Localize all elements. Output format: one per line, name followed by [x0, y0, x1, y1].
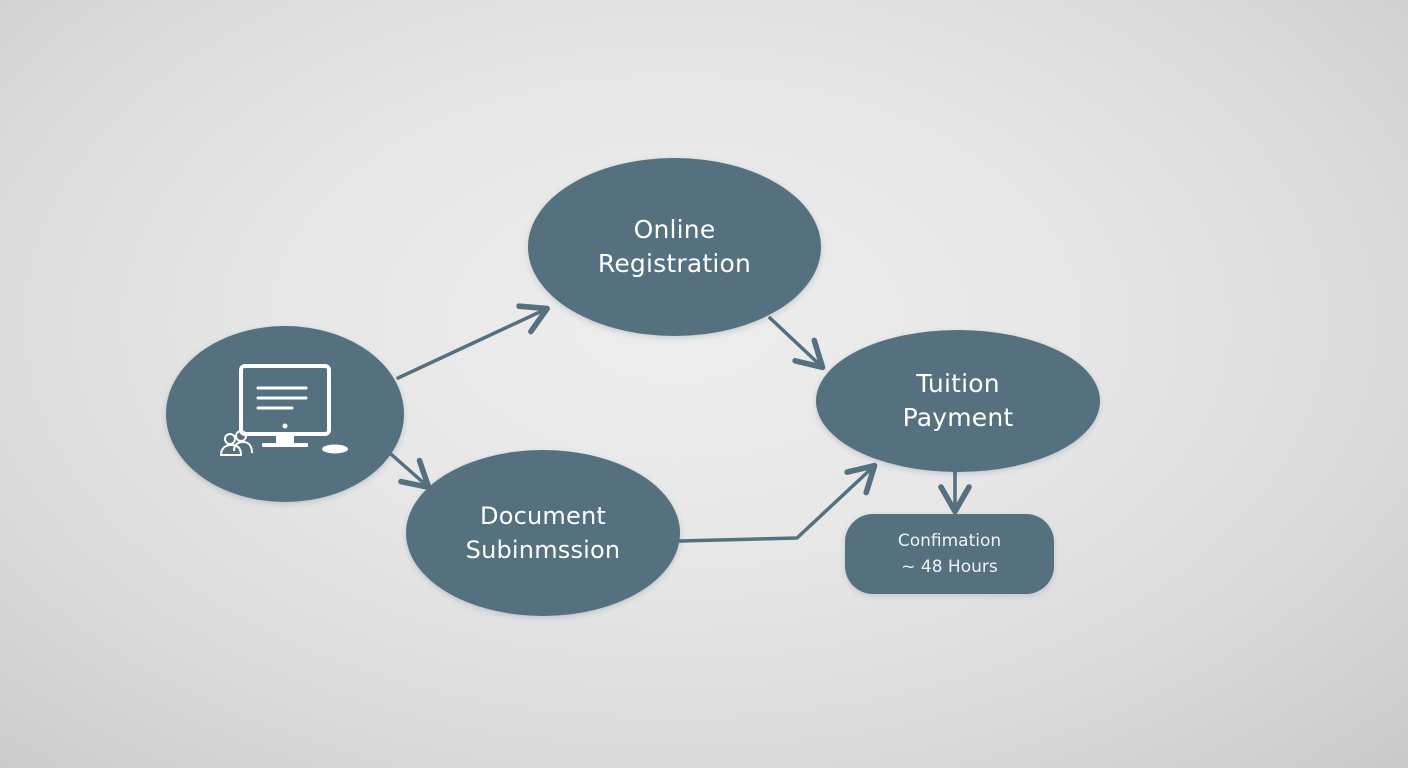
edge-document-submission-to-tuition-payment: [678, 462, 878, 543]
tuition-payment-label-line-1: Tuition: [916, 369, 1000, 398]
confirmation-label-line-1: Confimation: [897, 531, 1002, 551]
confirmation-label-line-2: ~ 48 Hours: [901, 557, 998, 577]
document-submission-label-line-1: Document: [480, 502, 606, 530]
edge-start-to-document-submission: [390, 453, 432, 491]
start-node: [166, 326, 404, 502]
online-registration-node: Online Registration: [528, 158, 821, 336]
edge-start-to-online-registration: [396, 303, 550, 380]
edge-online-registration-to-tuition-payment: [768, 316, 826, 371]
computer-icon: [219, 364, 348, 456]
document-submission-node: Document Subinmssion: [406, 450, 680, 616]
document-submission-label-line-2: Subinmssion: [465, 536, 621, 564]
confirmation-node: Confimation ~ 48 Hours: [845, 514, 1054, 594]
online-registration-label-line-2: Registration: [597, 249, 752, 278]
tuition-payment-node: Tuition Payment: [816, 330, 1100, 472]
tuition-payment-label-line-2: Payment: [902, 403, 1014, 432]
people-icon: [219, 430, 253, 456]
online-registration-label-line-1: Online: [633, 215, 716, 244]
